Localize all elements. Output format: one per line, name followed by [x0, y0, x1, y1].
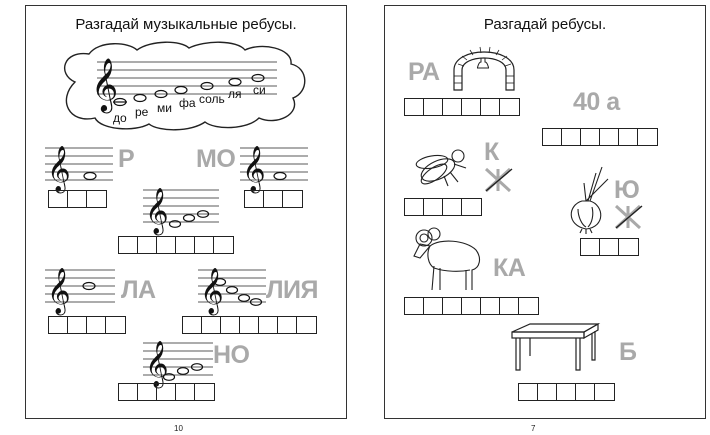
answer-boxes-40a[interactable] [542, 128, 658, 146]
staff-puzzle-2: 𝄞 [240, 146, 308, 194]
ram-picture [413, 227, 481, 291]
note-scale-cloud: 𝄞 до ре ми фа соль ля си [64, 41, 306, 131]
staff-puzzle-6: 𝄞 [143, 341, 213, 389]
answer-boxes-ra[interactable] [404, 98, 520, 116]
svg-text:𝄞: 𝄞 [47, 268, 71, 316]
syllable-no: НО [213, 341, 250, 369]
answer-boxes-2[interactable] [244, 190, 303, 208]
note-label-re: ре [135, 105, 149, 119]
note-label-do: до [113, 111, 127, 125]
staff-puzzle-1: 𝄞 [45, 146, 113, 194]
note-label-mi: ми [157, 101, 172, 115]
svg-text:𝄞: 𝄞 [91, 57, 118, 113]
answer-boxes-k[interactable] [404, 198, 482, 216]
answer-boxes-1[interactable] [48, 190, 107, 208]
crossed-letter-zh-1 [484, 167, 513, 193]
note-label-si: си [253, 83, 266, 97]
left-page-title: Разгадай музыкальные ребусы. [75, 16, 297, 33]
syllable-yu: Ю [614, 176, 640, 204]
syllable-k: К [484, 138, 499, 166]
answer-boxes-yu[interactable] [580, 238, 639, 256]
right-page-title: Разгадай ребусы. [483, 16, 607, 33]
svg-text:𝄞: 𝄞 [145, 341, 169, 389]
answer-boxes-4[interactable] [48, 316, 126, 334]
right-page-number: 7 [531, 424, 536, 433]
crossed-letter-zh-2 [614, 204, 643, 230]
answer-boxes-b[interactable] [518, 383, 615, 401]
syllable-mo: МО [196, 145, 236, 173]
syllable-liya: ЛИЯ [266, 276, 318, 304]
note-label-sol: соль [199, 92, 225, 106]
svg-text:𝄞: 𝄞 [200, 268, 224, 316]
syllable-ra: РА [408, 58, 440, 86]
staff-puzzle-3: 𝄞 [143, 188, 219, 236]
svg-text:𝄞: 𝄞 [47, 146, 71, 194]
syllable-ka: КА [493, 254, 526, 282]
answer-boxes-ka[interactable] [404, 297, 539, 315]
table-picture [511, 322, 601, 371]
svg-text:𝄞: 𝄞 [145, 188, 169, 236]
onion-picture [570, 166, 609, 234]
note-label-fa: фа [179, 96, 196, 110]
right-page: Разгадай ребусы. [384, 5, 706, 419]
staff-puzzle-4: 𝄞 [45, 268, 115, 316]
answer-boxes-6[interactable] [118, 383, 215, 401]
answer-boxes-5[interactable] [182, 316, 317, 334]
syllable-r: Р [118, 145, 135, 173]
syllable-40a: 40 а [573, 88, 620, 116]
left-page: Разгадай музыкальные ребусы. [25, 5, 347, 419]
syllable-la: ЛА [121, 276, 156, 304]
left-page-number: 10 [174, 424, 183, 433]
svg-text:𝄞: 𝄞 [242, 146, 266, 194]
arch-with-bell-picture [453, 46, 515, 91]
staff-puzzle-5: 𝄞 [198, 268, 266, 316]
fly-picture [415, 149, 467, 187]
note-label-la: ля [228, 87, 242, 101]
syllable-b: Б [619, 338, 637, 366]
answer-boxes-3[interactable] [118, 236, 234, 254]
